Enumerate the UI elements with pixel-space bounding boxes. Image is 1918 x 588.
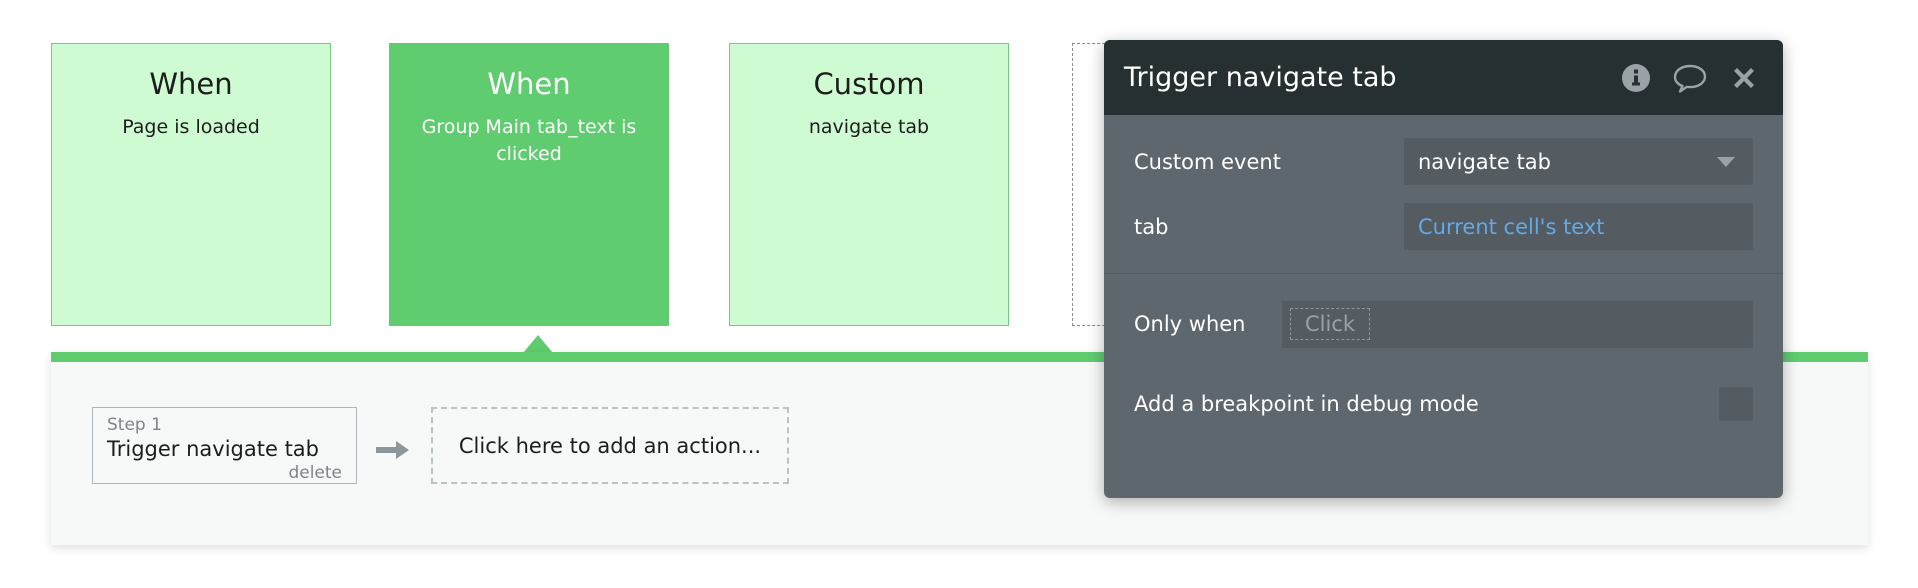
close-icon[interactable] [1729,63,1759,93]
event-card-subtitle: navigate tab [808,116,930,138]
step-title-label: Trigger navigate tab [107,437,319,461]
event-card-title: When [149,67,233,101]
property-editor-divider [1104,273,1783,274]
only-when-click-chip[interactable]: Click [1290,308,1371,340]
action-panel-accent-bar [51,352,1868,362]
event-card-custom-navigate-tab[interactable]: Custom navigate tab [729,43,1009,326]
tab-value-field[interactable]: Current cell's text [1404,203,1753,250]
property-row-tab: tab Current cell's text [1104,194,1783,259]
property-label-tab: tab [1134,214,1169,239]
property-label-breakpoint: Add a breakpoint in debug mode [1134,392,1479,416]
property-label-only-when: Only when [1134,312,1246,336]
property-row-only-when: Only when Click [1104,288,1783,360]
comment-icon[interactable] [1673,63,1707,93]
selected-event-pointer [523,335,553,353]
event-card-subtitle: Group Main tab_text is clicked [421,116,637,165]
only-when-field[interactable]: Click [1282,300,1753,348]
property-editor-popup: Trigger navigate tab [1104,40,1783,498]
event-card-title: When [487,67,571,101]
property-row-custom-event: Custom event navigate tab [1104,129,1783,194]
info-icon[interactable] [1621,63,1651,93]
chevron-down-icon [1717,156,1735,167]
property-editor-header: Trigger navigate tab [1104,40,1783,115]
property-label-custom-event: Custom event [1134,149,1281,174]
event-card-subtitle: Page is loaded [122,116,260,138]
property-editor-body: Custom event navigate tab tab Current ce… [1104,129,1783,436]
event-card-page-is-loaded[interactable]: When Page is loaded [51,43,331,326]
property-row-breakpoint: Add a breakpoint in debug mode [1104,372,1783,436]
custom-event-value: navigate tab [1418,149,1551,174]
step-number-label: Step 1 [107,415,162,435]
arrow-right-icon [376,438,410,462]
event-card-group-main-tab-text-is-clicked[interactable]: When Group Main tab_text is clicked [389,43,669,326]
custom-event-dropdown[interactable]: navigate tab [1404,138,1753,185]
add-action-label: Click here to add an action... [458,433,762,458]
step-delete-link[interactable]: delete [288,463,342,483]
property-editor-title[interactable]: Trigger navigate tab [1124,62,1397,93]
action-step-1[interactable]: Step 1 Trigger navigate tab delete [92,407,357,484]
tab-dynamic-value: Current cell's text [1418,214,1605,239]
add-action-button[interactable]: Click here to add an action... [431,407,789,484]
event-card-title: Custom [813,67,925,101]
breakpoint-checkbox[interactable] [1719,387,1753,421]
property-editor-header-icons [1621,63,1759,93]
